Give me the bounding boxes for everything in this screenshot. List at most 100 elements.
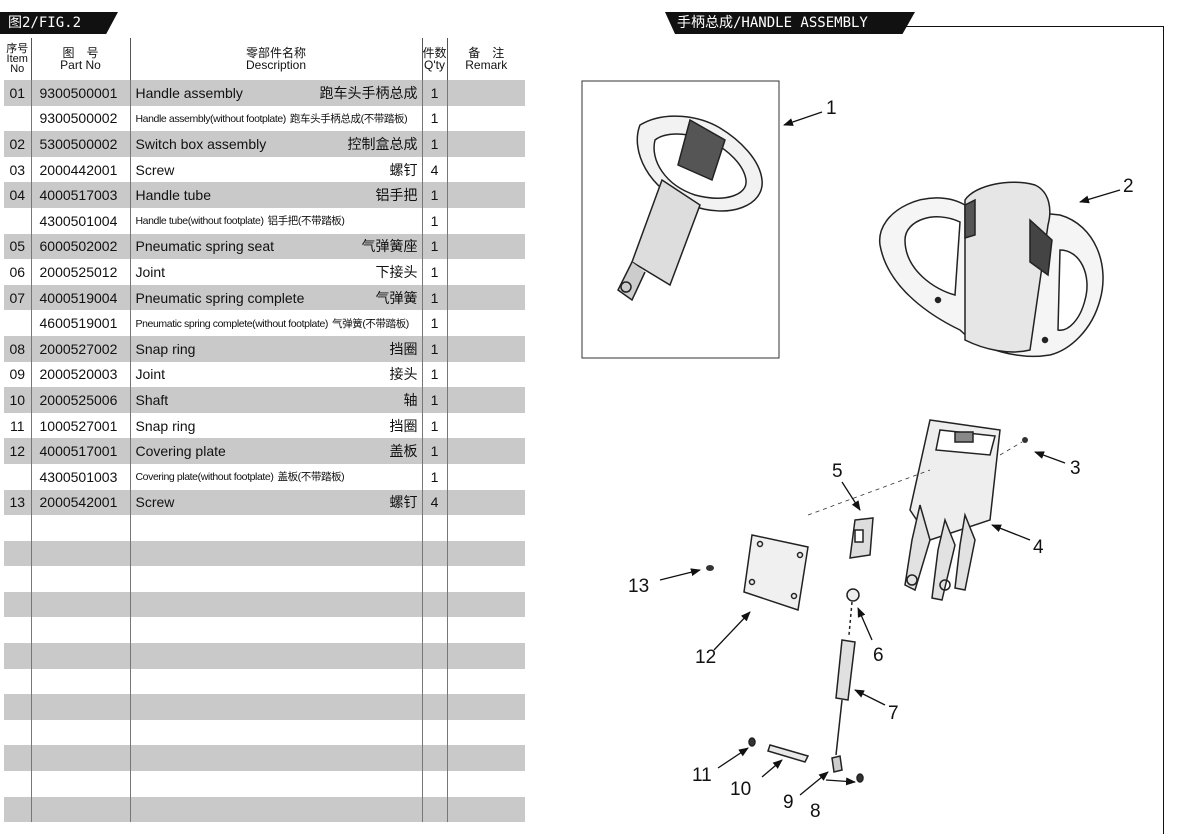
part-no-cell: [31, 540, 131, 567]
part-no-cell: [31, 643, 131, 669]
item-no-cell: 02: [4, 131, 32, 157]
qty-cell: [422, 515, 448, 541]
item-no-cell: [4, 207, 32, 234]
remark-cell: [447, 489, 525, 516]
pneumatic-spring-drawing: [831, 588, 860, 773]
qty-cell: [422, 694, 448, 720]
description-cell: [130, 566, 423, 592]
item-no-cell: 09: [4, 361, 32, 388]
part-no-cell: [31, 796, 131, 823]
item-no-cell: [4, 643, 32, 669]
qty-cell: 1: [422, 335, 448, 362]
callout-3: 3: [1070, 458, 1081, 479]
item-no-cell: 08: [4, 335, 32, 362]
header-remark: 备 注 Remark: [447, 38, 525, 80]
part-no-cell: 2000520003: [31, 361, 131, 388]
remark-cell: [447, 233, 525, 260]
table-row: [4, 515, 525, 541]
item-no-cell: [4, 591, 32, 618]
remark-cell: [447, 643, 525, 669]
plate-screw-drawing: [706, 565, 714, 571]
description-cn: 挡圈: [389, 417, 418, 434]
remark-cell: [447, 362, 525, 388]
item-no-cell: [4, 566, 32, 592]
remark-cell: [447, 669, 525, 695]
header-desc-cn: 零部件名称: [245, 46, 306, 60]
description-cell: [130, 540, 423, 567]
qty-cell: [422, 745, 448, 772]
header-item-en1: Item: [6, 53, 28, 65]
remark-cell: [447, 208, 525, 234]
description-cn: 气弹簧: [375, 289, 418, 306]
table-header-row: 序号 Item No 图 号 Part No 零部件名称 Description…: [4, 38, 525, 80]
callout-7: 7: [888, 703, 899, 724]
description-cell: [130, 617, 423, 644]
qty-cell: 1: [422, 412, 448, 439]
item-no-cell: [4, 719, 32, 746]
remark-cell: [447, 464, 525, 490]
qty-cell: 4: [422, 156, 448, 183]
description-cell: [130, 745, 423, 772]
qty-cell: 1: [422, 463, 448, 490]
part-no-cell: 1000527001: [31, 412, 131, 439]
part-no-cell: 4000519004: [31, 284, 131, 311]
qty-cell: 1: [422, 182, 448, 208]
item-no-cell: 13: [4, 489, 32, 516]
part-no-cell: [31, 566, 131, 592]
part-no-cell: 2000542001: [31, 489, 131, 516]
table-row: [4, 771, 525, 797]
qty-cell: [422, 643, 448, 669]
description-en: Handle assembly: [135, 84, 243, 101]
parts-table: 序号 Item No 图 号 Part No 零部件名称 Description…: [4, 38, 525, 823]
header-part-cn: 图 号: [62, 46, 99, 60]
item-no-cell: 05: [4, 233, 32, 260]
qty-cell: 1: [422, 233, 448, 260]
table-row: [4, 643, 525, 669]
item-no-cell: [4, 105, 32, 132]
description-en: Switch box assembly: [135, 135, 267, 152]
remark-cell: [447, 413, 525, 439]
remark-cell: [447, 720, 525, 746]
header-item-en2: No: [10, 63, 25, 75]
remark-cell: [447, 310, 525, 336]
item-no-cell: [4, 771, 32, 797]
callout-6: 6: [873, 645, 884, 666]
part-no-cell: 2000525012: [31, 259, 131, 285]
description-en: Pneumatic spring complete(without footpl…: [135, 317, 329, 330]
part-no-cell: [31, 515, 131, 541]
part-no-cell: [31, 771, 131, 797]
title-bar: 图2/FIG.2 手柄总成/HANDLE ASSEMBLY: [0, 12, 1164, 34]
table-row: [4, 694, 525, 720]
qty-cell: [422, 668, 448, 695]
description-cn: 气弹簧座: [361, 238, 418, 255]
header-remark-en: Remark: [465, 58, 508, 72]
qty-cell: [422, 540, 448, 567]
remark-cell: [447, 745, 525, 772]
description-cell: Pneumatic spring complete(without footpl…: [130, 310, 423, 336]
header-remark-cn: 备 注: [468, 46, 505, 60]
item-no-cell: [4, 463, 32, 490]
spring-seat-drawing: [849, 517, 874, 559]
table-row: [4, 796, 525, 823]
part-no-cell: 4000517001: [31, 438, 131, 464]
description-cn: 轴: [403, 391, 418, 408]
table-row: [4, 668, 525, 695]
header-part: 图 号 Part No: [31, 38, 131, 80]
handle-assembly-drawing: [617, 115, 763, 302]
